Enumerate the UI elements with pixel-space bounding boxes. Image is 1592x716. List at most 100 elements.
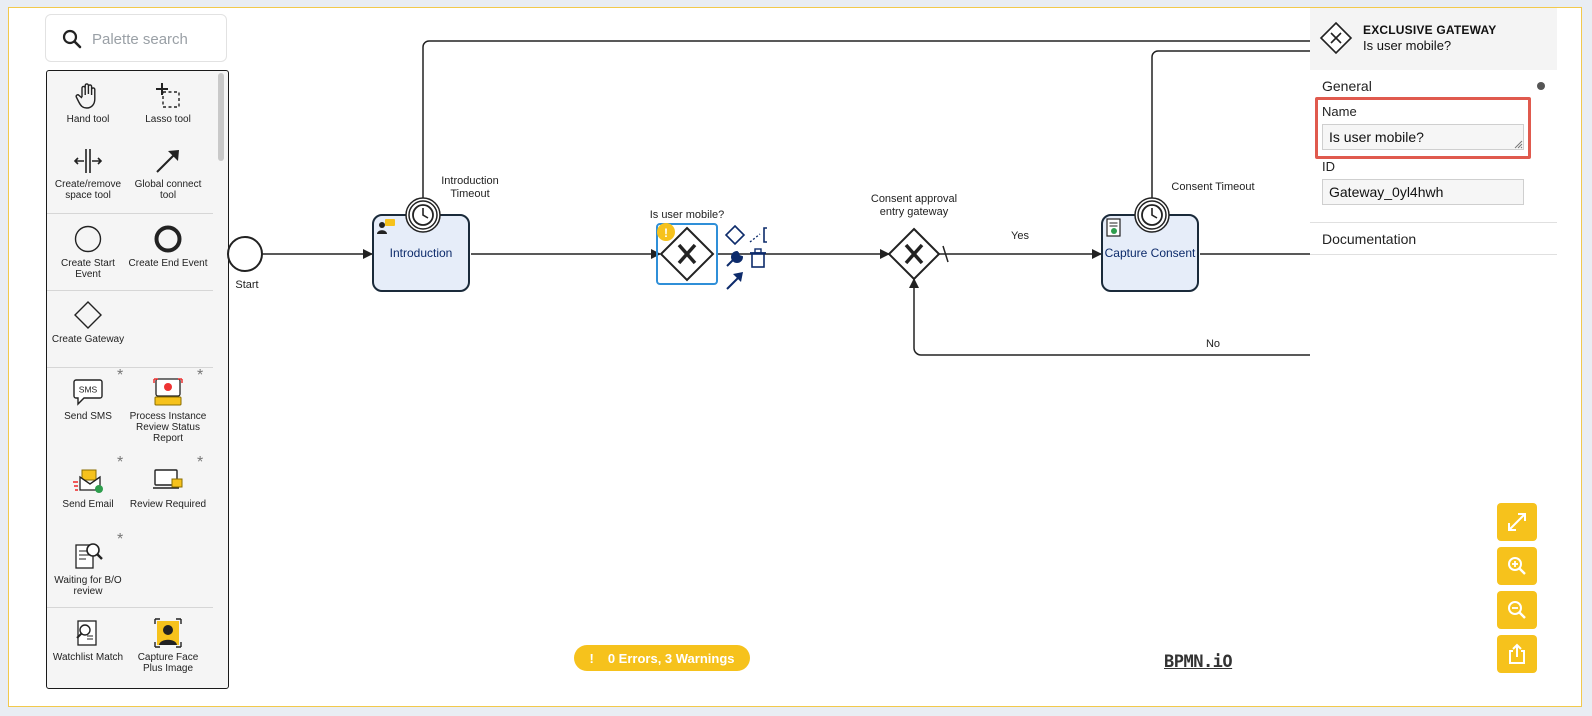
watchlist-match-tool[interactable]: Watchlist Match [48,618,128,663]
search-icon [62,29,82,54]
review-monitor-icon [153,469,183,489]
process-review-tool[interactable]: Process Instance Review Status Report [128,377,208,444]
exclusive-gateway-icon [1319,21,1353,55]
fullscreen-button[interactable] [1497,503,1537,541]
gateway-icon [74,301,102,329]
task-introduction-label: Introduction [389,246,453,260]
hand-icon [75,83,96,109]
create-start-event-tool[interactable]: Create Start Event [48,224,128,280]
element-name: Is user mobile? [1363,38,1452,53]
create-end-event-label: Create End Event [128,258,208,269]
global-connect-tool[interactable]: Global connect tool [128,147,208,201]
send-sms-tool[interactable]: SMS Send SMS [48,377,128,422]
consent-timeout-label: Consent Timeout [1171,181,1255,193]
zoom-out-button[interactable] [1497,591,1537,629]
palette-divider [47,213,213,214]
properties-panel: EXCLUSIVE GATEWAY Is user mobile? Genera… [1310,8,1557,258]
context-pad [724,224,767,290]
lasso-tool[interactable]: Lasso tool [128,82,208,125]
review-report-icon [153,378,183,406]
review-required-label: Review Required [129,499,207,510]
custom-tool-marker: * [197,454,204,471]
append-annotation-icon[interactable] [763,227,767,243]
create-gateway-tool[interactable]: Create Gateway [48,300,128,345]
sequence-flow-no[interactable] [909,278,1310,356]
name-field[interactable]: Is user mobile? [1322,124,1524,150]
group-indicator-dot [1537,82,1545,90]
custom-tool-marker: * [197,367,204,384]
consent-gateway-label: Consent approval entry gateway [870,193,958,218]
properties-header: EXCLUSIVE GATEWAY Is user mobile? [1310,8,1557,70]
tool-palette: Hand tool Lasso tool Create/remove space… [46,70,229,689]
start-event-icon [74,225,102,253]
custom-tool-marker: * [117,454,124,471]
custom-tool-marker: * [117,531,124,548]
timer-event-icon[interactable] [1133,196,1171,234]
connect-icon[interactable] [726,272,743,290]
documentation-group-header[interactable]: Documentation [1322,231,1417,247]
task-capture-consent[interactable]: Capture Consent [1101,214,1199,292]
capture-face-tool[interactable]: Capture Face Plus Image [128,618,208,674]
id-label: ID [1322,159,1335,174]
svg-text:SMS: SMS [79,385,98,395]
wrench-icon[interactable] [726,250,744,267]
waiting-review-tool[interactable]: Waiting for B/O review [48,541,128,597]
palette-divider [47,367,213,368]
default-flow-marker [942,245,949,263]
resize-handle-icon[interactable] [1513,139,1523,149]
start-event[interactable] [227,236,263,272]
send-sms-label: Send SMS [64,411,112,422]
watchlist-match-label: Watchlist Match [52,652,124,663]
send-email-tool[interactable]: Send Email [48,465,128,510]
selection-outline [656,223,718,285]
document-search-icon [75,543,103,569]
lasso-icon [156,83,180,108]
panel-divider [1310,222,1557,223]
task-introduction[interactable]: Introduction [372,214,470,292]
custom-tool-marker: * [117,367,124,384]
yes-flow-label: Yes [1011,230,1029,242]
watchlist-icon [76,620,97,646]
sms-bubble-icon: SMS [73,379,103,406]
name-label: Name [1322,104,1357,119]
export-icon [1509,643,1525,664]
gateway-x-marker [677,243,697,265]
fullscreen-icon [1508,513,1526,531]
start-event-label: Start [235,279,259,291]
general-group-header[interactable]: General [1322,78,1372,94]
introduction-timeout-label: Introduction Timeout [441,175,499,200]
gateway-label: Is user mobile? [649,209,725,221]
lint-summary: 0 Errors, 3 Warnings [607,650,735,666]
warning-badge-icon [657,223,675,241]
timeout-flow[interactable] [422,40,1310,200]
bpmn-io-logo[interactable]: BPMN.iO [1164,652,1233,672]
element-type: EXCLUSIVE GATEWAY [1363,23,1497,37]
palette-scrollbar[interactable] [218,73,224,161]
warning-icon: ! [589,650,594,666]
review-required-tool[interactable]: Review Required [128,465,208,510]
palette-search[interactable]: Palette search [45,14,227,62]
zoom-in-button[interactable] [1497,547,1537,585]
create-end-event-tool[interactable]: Create End Event [128,224,208,269]
create-gateway-label: Create Gateway [51,334,125,345]
hand-tool[interactable]: Hand tool [48,82,128,125]
zoom-out-icon [1508,601,1526,619]
process-review-label: Process Instance Review Status Report [129,411,207,444]
user-task-icon [377,219,395,234]
palette-search-placeholder: Palette search [92,31,188,48]
send-email-label: Send Email [62,499,114,510]
timer-event-icon[interactable] [404,196,442,234]
task-capture-consent-label: Capture Consent [1104,246,1196,260]
trash-icon[interactable] [750,248,766,268]
panel-divider [1310,254,1557,255]
append-gateway-icon[interactable] [724,224,746,246]
no-flow-label: No [1205,338,1221,350]
lasso-tool-label: Lasso tool [145,114,191,125]
timeout-flow[interactable] [1151,50,1310,200]
id-field[interactable]: Gateway_0yl4hwh [1322,179,1524,205]
lint-status-badge[interactable]: ! 0 Errors, 3 Warnings [574,645,750,671]
space-tool[interactable]: Create/remove space tool [48,147,128,201]
space-tool-label: Create/remove space tool [54,179,122,201]
export-button[interactable] [1497,635,1537,673]
